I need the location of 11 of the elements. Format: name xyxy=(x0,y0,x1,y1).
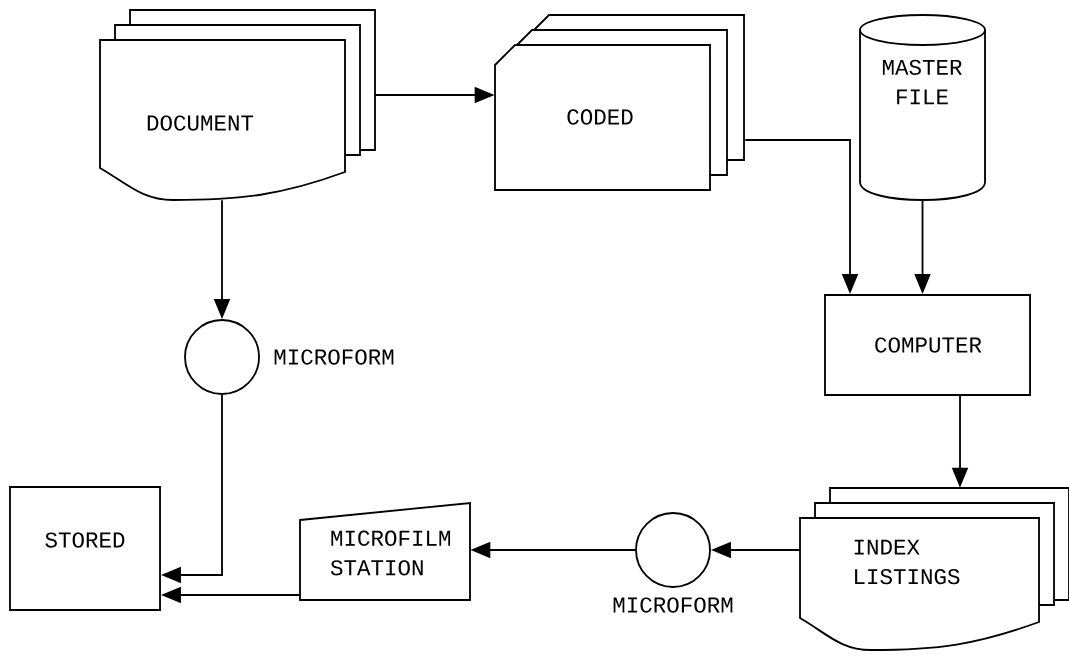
circle xyxy=(635,512,711,588)
card-stack: CODED xyxy=(494,14,745,191)
node-label: INDEX LISTINGS xyxy=(854,539,960,585)
document-stack: DOCUMENT xyxy=(99,9,376,201)
circle xyxy=(184,319,260,395)
process-box: COMPUTER xyxy=(824,294,1031,396)
storage-cylinder: MASTER FILE xyxy=(859,14,986,201)
node-caption: MICROFORM xyxy=(274,349,394,365)
node-caption: MICROFORM xyxy=(613,597,733,613)
document-stack: INDEX LISTINGS xyxy=(799,487,1069,651)
process-box: STORED xyxy=(9,486,161,611)
